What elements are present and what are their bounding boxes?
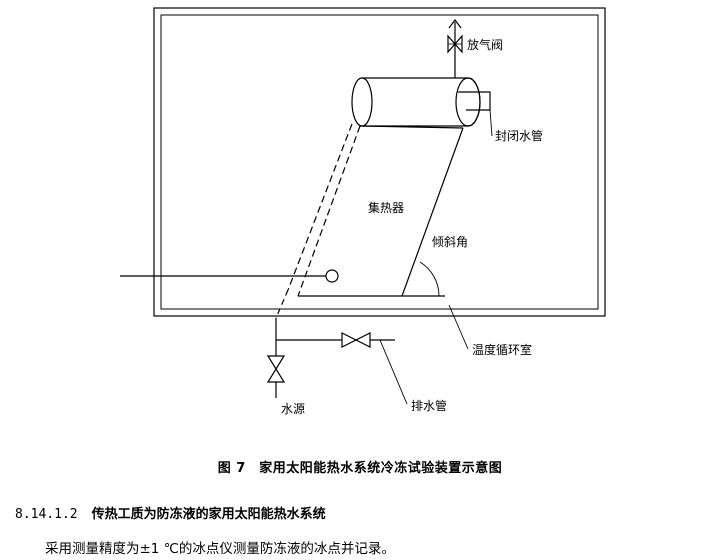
lower-pipes <box>275 289 395 398</box>
drain-valve <box>341 332 371 348</box>
temperature-chamber <box>153 7 606 317</box>
label-drain-pipe: 排水管 <box>411 398 447 413</box>
label-water-source: 水源 <box>281 402 305 416</box>
section-heading: 8.14.1.2 传热工质为防冻液的家用太阳能热水系统 <box>15 503 326 522</box>
body-paragraph: 采用测量精度为±1 ℃的冰点仪测量防冻液的冰点并记录。 <box>45 541 395 557</box>
water-tank <box>351 77 491 127</box>
solar-collector <box>287 123 464 297</box>
leader-lines <box>379 109 493 405</box>
label-sealed-pipe: 封闭水管 <box>495 128 543 143</box>
label-tilt-angle: 倾斜角 <box>432 235 468 249</box>
label-vent-valve: 放气阀 <box>467 37 503 52</box>
label-temp-chamber: 温度循环室 <box>472 342 532 357</box>
section-title: 传热工质为防冻液的家用太阳能热水系统 <box>91 507 326 522</box>
label-collector: 集热器 <box>368 200 404 215</box>
vent-valve <box>447 19 463 80</box>
water-source-valve <box>266 355 286 383</box>
freeze-test-diagram: 放气阀 封闭水管 集热器 倾斜角 温度循环室 水源 排水管 <box>120 7 606 416</box>
figure-caption: 图 7 家用太阳能热水系统冷冻试验装置示意图 <box>217 461 503 476</box>
inlet-pipe <box>120 269 339 283</box>
section-number: 8.14.1.2 <box>15 507 78 522</box>
